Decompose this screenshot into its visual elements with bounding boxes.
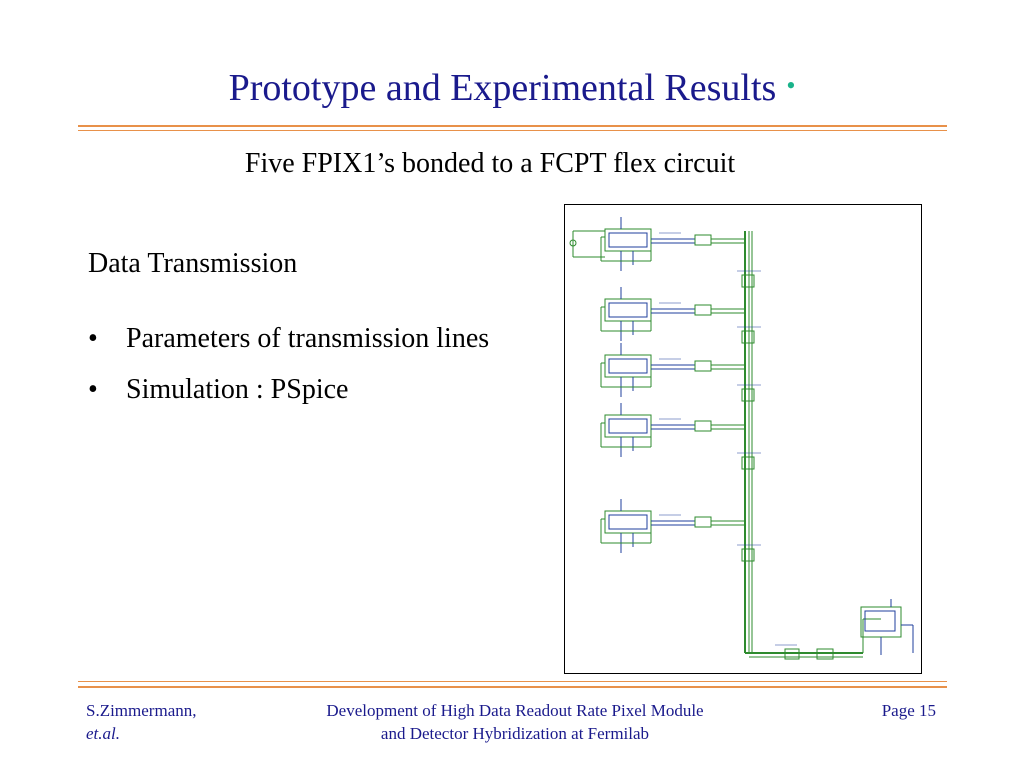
section-heading: Data Transmission [88, 248, 298, 279]
title-rule-top [78, 125, 947, 127]
schematic-bus-tap [741, 274, 755, 288]
schematic-driver-chip [608, 302, 648, 318]
pspice-schematic [569, 217, 914, 660]
schematic-connector [816, 648, 834, 660]
bullet-list: • Parameters of transmission lines • Simul… [88, 318, 528, 420]
footer-author-line2: et.al. [86, 724, 120, 743]
footer-rule-bottom [78, 686, 947, 688]
bullet-text: Simulation : PSpice [126, 374, 349, 405]
slide-title-text: Prototype and Experimental Results [228, 67, 777, 109]
bullet-marker: • [88, 323, 98, 354]
schematic-driver-block [604, 228, 652, 252]
title-bullet-dot: • [786, 71, 796, 100]
bullet-item: • Simulation : PSpice [88, 369, 528, 410]
bullet-marker: • [88, 374, 98, 405]
schematic-bus-tap [741, 330, 755, 344]
schematic-driver-chip [608, 514, 648, 530]
pspice-schematic-figure [564, 204, 922, 674]
schematic-connector [694, 516, 712, 528]
slide-subtitle: Five FPIX1’s bonded to a FCPT flex circu… [244, 148, 736, 179]
schematic-connector [694, 304, 712, 316]
schematic-driver-block [604, 298, 652, 322]
footer-author: S.Zimmermann, et.al. [86, 699, 196, 745]
schematic-bus-tap [741, 548, 755, 562]
schematic-receiver-chip [864, 610, 896, 632]
schematic-bus-tap [741, 388, 755, 402]
title-rule-bottom [78, 130, 947, 131]
bullet-text: Parameters of transmission lines [126, 323, 490, 354]
schematic-driver-chip [608, 232, 648, 248]
slide-title: Prototype and Experimental Results • [0, 66, 1024, 110]
schematic-driver-block [604, 510, 652, 534]
footer-title-line1: Development of High Data Readout Rate Pi… [326, 701, 704, 720]
schematic-bus-tap [741, 456, 755, 470]
schematic-connector [694, 360, 712, 372]
footer-title-line2: and Detector Hybridization at Fermilab [380, 724, 650, 743]
schematic-connector [784, 648, 800, 660]
footer-rule-top [78, 681, 947, 682]
bullet-item: • Parameters of transmission lines [88, 318, 528, 359]
schematic-driver-chip [608, 358, 648, 374]
footer-author-line1: S.Zimmermann, [86, 701, 197, 720]
footer-page-number: Page 15 [881, 701, 936, 720]
footer-title: Development of High Data Readout Rate Pi… [280, 699, 750, 745]
schematic-driver-chip [608, 418, 648, 434]
schematic-driver-block [604, 354, 652, 378]
schematic-connector [694, 234, 712, 246]
schematic-connector [694, 420, 712, 432]
schematic-driver-block [604, 414, 652, 438]
